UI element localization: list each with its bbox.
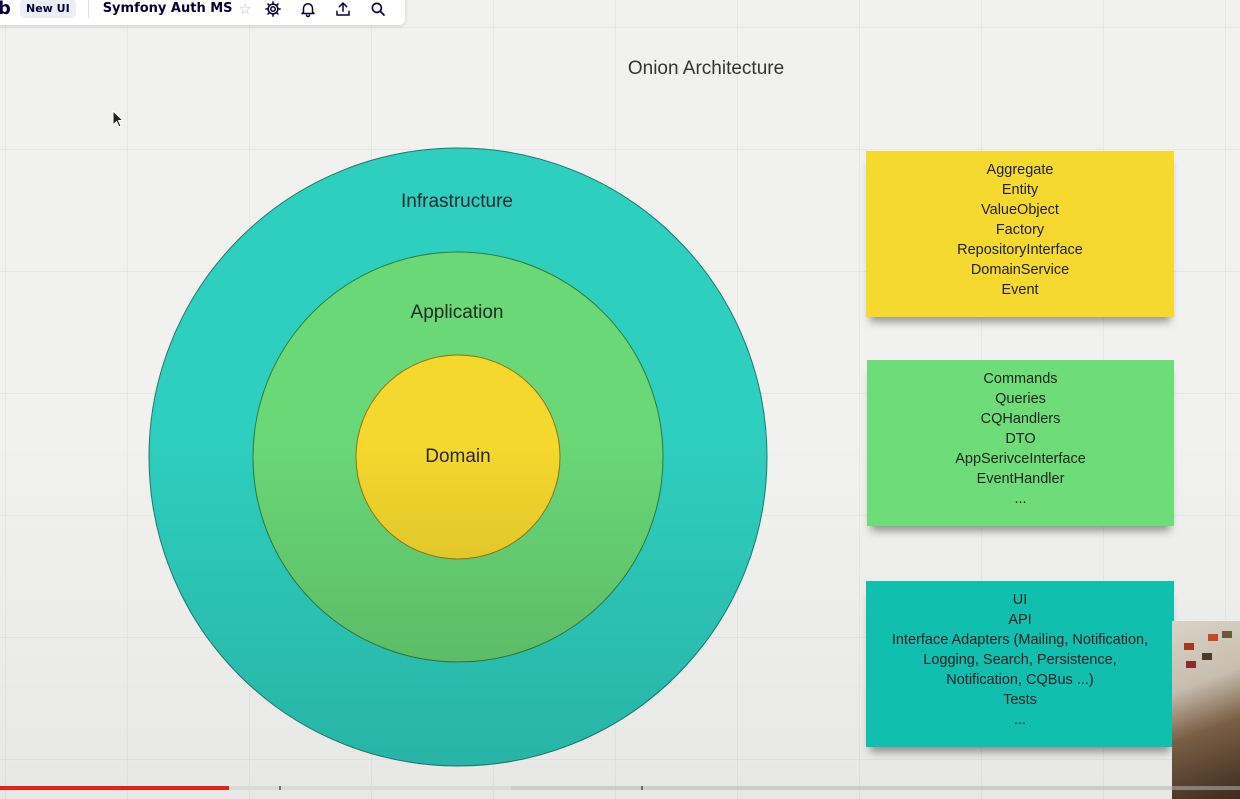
chapter-marker <box>641 786 643 790</box>
sticky-line: Logging, Search, Persistence, <box>923 652 1117 668</box>
sticky-line: DTO <box>1005 431 1036 447</box>
sticky-line: Event <box>1001 282 1039 298</box>
wall-photo <box>1208 634 1218 641</box>
gear-icon[interactable] <box>262 0 284 20</box>
sticky-line: AppSerivceInterface <box>955 451 1086 467</box>
sticky-line: API <box>1008 612 1032 628</box>
video-buffered <box>0 786 511 790</box>
app-logo[interactable]: b <box>0 0 11 19</box>
sticky-note-domain[interactable]: Aggregate Entity ValueObject Factory Rep… <box>866 151 1174 317</box>
sticky-line: Queries <box>995 391 1046 407</box>
chapter-marker <box>279 786 281 790</box>
wall-photo <box>1184 643 1194 650</box>
sticky-line: Entity <box>1001 182 1039 198</box>
sticky-line: ... <box>1013 712 1027 728</box>
wall-photo <box>1222 631 1232 638</box>
sticky-note-infrastructure[interactable]: UI API Interface Adapters (Mailing, Noti… <box>866 581 1174 747</box>
ring-domain[interactable] <box>355 354 561 560</box>
mouse-cursor-icon <box>112 110 125 128</box>
board-toolbar: b New UI Symfony Auth MS ☆ <box>0 0 405 25</box>
sticky-line: ValueObject <box>981 202 1059 218</box>
infrastructure-label: Infrastructure <box>401 191 513 212</box>
sticky-line: CQHandlers <box>980 411 1061 427</box>
application-label: Application <box>411 302 504 323</box>
wall-photo <box>1202 653 1212 660</box>
sticky-line: UI <box>1012 592 1028 608</box>
new-ui-badge[interactable]: New UI <box>20 0 76 18</box>
sticky-line: Aggregate <box>986 162 1054 178</box>
sticky-line: Commands <box>983 371 1058 387</box>
upload-icon[interactable] <box>332 0 354 20</box>
sticky-line: EventHandler <box>976 471 1065 487</box>
star-icon[interactable]: ☆ <box>238 0 252 18</box>
sticky-line: Tests <box>1003 692 1037 708</box>
wall-photo <box>1186 661 1196 668</box>
video-progress-bar[interactable] <box>0 786 1240 790</box>
toolbar-divider <box>87 0 89 18</box>
diagram-title: Onion Architecture <box>627 58 785 79</box>
board-title[interactable]: Symfony Auth MS <box>102 1 233 16</box>
webcam-overlay <box>1172 621 1240 799</box>
sticky-line: RepositoryInterface <box>957 242 1083 258</box>
bell-icon[interactable] <box>297 0 319 20</box>
sticky-line: Factory <box>995 222 1045 238</box>
video-played <box>0 786 229 790</box>
sticky-line: Interface Adapters (Mailing, Notificatio… <box>891 632 1149 648</box>
domain-label: Domain <box>425 446 490 467</box>
search-icon[interactable] <box>367 0 389 20</box>
sticky-line: ... <box>1014 491 1027 507</box>
sticky-line: DomainService <box>970 262 1070 278</box>
sticky-line: Notification, CQBus ...) <box>946 672 1094 688</box>
sticky-note-application[interactable]: Commands Queries CQHandlers DTO AppSeriv… <box>867 360 1174 526</box>
